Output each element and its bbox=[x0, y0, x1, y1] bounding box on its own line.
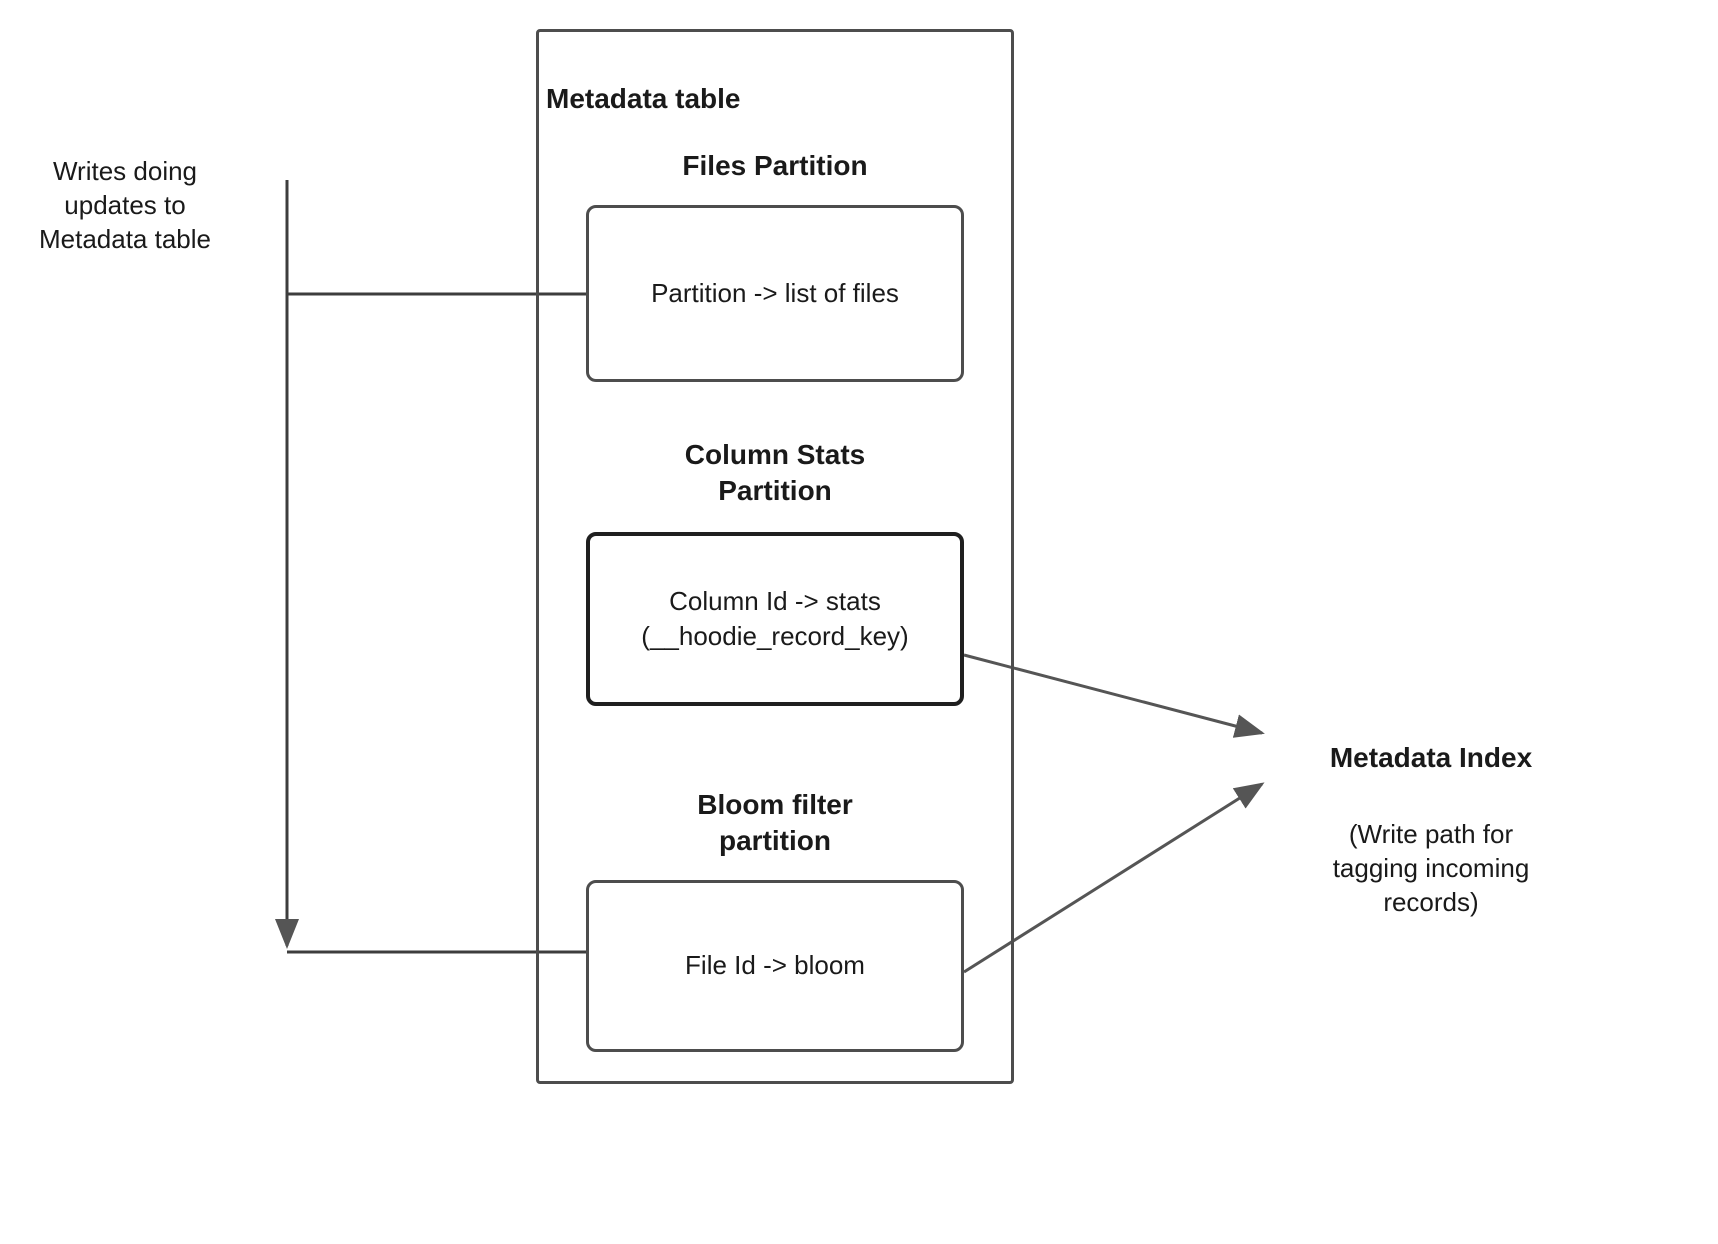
column-stats-partition-text: Column Id -> stats (__hoodie_record_key) bbox=[641, 585, 909, 651]
metadata-index-note: (Write path for tagging incoming records… bbox=[1332, 819, 1530, 917]
metadata-table-title: Metadata table bbox=[546, 83, 741, 114]
bloom-filter-partition-box: File Id -> bloom bbox=[586, 880, 964, 1052]
metadata-table-container bbox=[536, 29, 1014, 1084]
column-stats-partition-box: Column Id -> stats (__hoodie_record_key) bbox=[586, 532, 964, 706]
files-partition-box: Partition -> list of files bbox=[586, 205, 964, 382]
bloom-filter-partition-text: File Id -> bloom bbox=[685, 950, 865, 981]
column-stats-partition-heading: Column Stats Partition bbox=[684, 439, 866, 507]
bloom-filter-partition-heading: Bloom filter partition bbox=[697, 789, 853, 857]
files-partition-text: Partition -> list of files bbox=[651, 277, 899, 308]
files-partition-heading: Files Partition bbox=[682, 150, 868, 181]
writes-updates-label: Writes doing updates to Metadata table bbox=[38, 156, 211, 254]
metadata-index-title: Metadata Index bbox=[1329, 742, 1533, 773]
